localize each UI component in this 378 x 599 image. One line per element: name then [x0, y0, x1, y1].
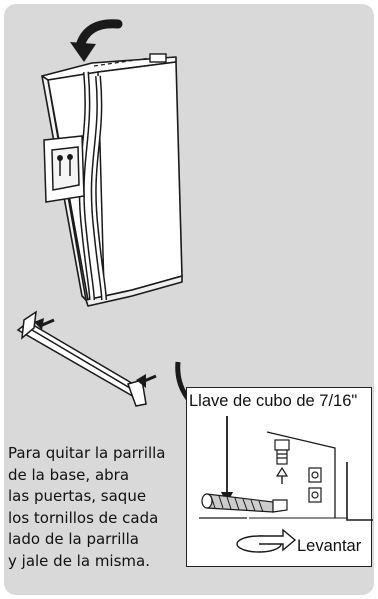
detail-drawing	[199, 416, 373, 553]
water-dispenser	[43, 135, 85, 203]
lift-label: Levantar	[297, 537, 362, 555]
instruction-line: y jale de la misma.	[8, 551, 150, 570]
instruction-line: las puertas, saque	[8, 487, 147, 505]
socket-wrench-icon	[201, 493, 288, 513]
instruction-line: Para quitar la parrilla	[8, 444, 166, 462]
instruction-line: los tornillos de cada	[8, 508, 159, 527]
socket-icon	[274, 439, 290, 465]
bolt-icon	[308, 467, 322, 503]
base-grille	[16, 310, 147, 407]
rotate-arrow-top	[75, 19, 123, 51]
door-hinge	[149, 53, 167, 63]
instruction-line: de la base, abra	[8, 465, 130, 484]
socket-wrench-detail: Llave de cubo de 7/16"	[186, 387, 373, 567]
tool-label: Llave de cubo de 7/16"	[189, 392, 358, 410]
rotate-arrow-icon	[236, 528, 297, 553]
removal-instructions: Para quitar la parrilla de la base, abra…	[8, 443, 198, 572]
instruction-line: lado de la parrilla	[8, 530, 139, 548]
